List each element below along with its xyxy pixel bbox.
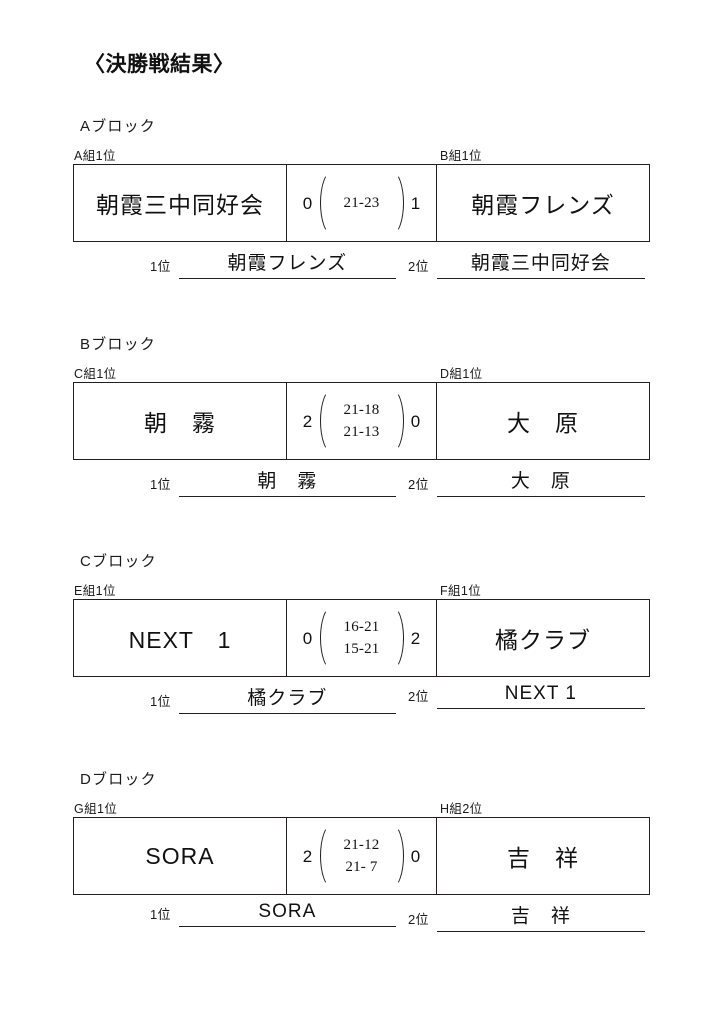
set-scores: 16-21 15-21 — [333, 618, 391, 657]
games-won-left: 2 — [302, 411, 313, 431]
seed-label-right: D組1位 — [440, 367, 483, 381]
paren-open-icon — [319, 604, 333, 672]
match-box: 朝霞三中同好会 0 21-23 1 朝霞フレンズ — [73, 164, 650, 242]
rank-name-first: 橘クラブ — [178, 683, 396, 714]
block-heading: Aブロック — [80, 118, 157, 135]
rank-first: 1位 橘クラブ — [150, 683, 396, 714]
set-scores: 21-23 — [333, 194, 391, 211]
rank-second: 2位 朝霞三中同好会 — [408, 248, 645, 279]
set-score-line: 21- 7 — [345, 858, 378, 875]
paren-open-icon — [319, 822, 333, 890]
team-name-right: 大 原 — [436, 383, 649, 459]
score-cell: 2 21-18 21-13 0 — [287, 383, 436, 459]
rank-label-first: 1位 — [150, 259, 171, 274]
seed-label-right: B組1位 — [440, 149, 482, 163]
score-bracket: 16-21 15-21 — [319, 600, 404, 676]
match-box: SORA 2 21-12 21- 7 0 吉 祥 — [73, 817, 650, 895]
games-won-right: 1 — [410, 193, 421, 213]
rank-second: 2位 大 原 — [408, 466, 645, 497]
games-won-left: 0 — [302, 193, 313, 213]
set-score-line: 16-21 — [343, 618, 380, 635]
rank-label-second: 2位 — [408, 259, 429, 274]
block-heading: Dブロック — [80, 771, 157, 788]
rank-first: 1位 朝 霧 — [150, 466, 396, 497]
set-score-line: 21-23 — [343, 194, 380, 211]
score-bracket: 21-18 21-13 — [319, 383, 404, 459]
rank-name-first: 朝霞フレンズ — [178, 248, 396, 279]
set-score-line: 15-21 — [343, 640, 380, 657]
rank-name-second: 朝霞三中同好会 — [436, 248, 645, 279]
rank-name-first: SORA — [178, 901, 396, 927]
block-results: 1位 SORA 2位 吉 祥 — [0, 901, 724, 935]
page-title: 〈決勝戦結果〉 — [84, 53, 235, 76]
team-name-right: 朝霞フレンズ — [436, 165, 649, 241]
paren-close-icon — [391, 604, 404, 672]
seed-label-left: C組1位 — [74, 367, 117, 381]
seed-label-right: H組2位 — [440, 802, 483, 816]
score-cell: 0 21-23 1 — [287, 165, 436, 241]
team-name-left: SORA — [74, 818, 287, 894]
paren-close-icon — [391, 822, 404, 890]
block-heading: Bブロック — [80, 336, 157, 353]
rank-label-first: 1位 — [150, 477, 171, 492]
score-cell: 2 21-12 21- 7 0 — [287, 818, 436, 894]
set-score-line: 21-18 — [343, 401, 380, 418]
paren-open-icon — [319, 169, 333, 237]
score-cell: 0 16-21 15-21 2 — [287, 600, 436, 676]
seed-label-left: A組1位 — [74, 149, 116, 163]
games-won-right: 0 — [410, 846, 421, 866]
seed-label-left: E組1位 — [74, 584, 116, 598]
games-won-left: 0 — [302, 628, 313, 648]
team-name-left: NEXT 1 — [74, 600, 287, 676]
team-name-right: 橘クラブ — [436, 600, 649, 676]
rank-first: 1位 朝霞フレンズ — [150, 248, 396, 279]
rank-label-second: 2位 — [408, 477, 429, 492]
rank-second: 2位 NEXT 1 — [408, 683, 645, 709]
paren-close-icon — [391, 169, 404, 237]
rank-label-first: 1位 — [150, 907, 171, 922]
block-results: 1位 朝霞フレンズ 2位 朝霞三中同好会 — [0, 248, 724, 282]
rank-first: 1位 SORA — [150, 901, 396, 927]
games-won-right: 0 — [410, 411, 421, 431]
score-bracket: 21-23 — [319, 165, 404, 241]
score-bracket: 21-12 21- 7 — [319, 818, 404, 894]
set-score-line: 21-12 — [343, 836, 380, 853]
team-name-right: 吉 祥 — [436, 818, 649, 894]
rank-label-first: 1位 — [150, 694, 171, 709]
rank-name-second: 大 原 — [436, 466, 645, 497]
paren-close-icon — [391, 387, 404, 455]
set-score-line: 21-13 — [343, 423, 380, 440]
rank-label-second: 2位 — [408, 689, 429, 704]
seed-label-right: F組1位 — [440, 584, 482, 598]
games-won-left: 2 — [302, 846, 313, 866]
games-won-right: 2 — [410, 628, 421, 648]
rank-name-second: 吉 祥 — [436, 901, 645, 932]
match-box: NEXT 1 0 16-21 15-21 2 橘クラブ — [73, 599, 650, 677]
team-name-left: 朝霞三中同好会 — [74, 165, 287, 241]
match-box: 朝 霧 2 21-18 21-13 0 大 原 — [73, 382, 650, 460]
paren-open-icon — [319, 387, 333, 455]
rank-second: 2位 吉 祥 — [408, 901, 645, 932]
team-name-left: 朝 霧 — [74, 383, 287, 459]
set-scores: 21-12 21- 7 — [333, 836, 391, 875]
rank-name-second: NEXT 1 — [436, 683, 645, 709]
block-results: 1位 朝 霧 2位 大 原 — [0, 466, 724, 500]
block-results: 1位 橘クラブ 2位 NEXT 1 — [0, 683, 724, 717]
block-heading: Cブロック — [80, 553, 157, 570]
rank-label-second: 2位 — [408, 912, 429, 927]
seed-label-left: G組1位 — [74, 802, 118, 816]
set-scores: 21-18 21-13 — [333, 401, 391, 440]
rank-name-first: 朝 霧 — [178, 466, 396, 497]
